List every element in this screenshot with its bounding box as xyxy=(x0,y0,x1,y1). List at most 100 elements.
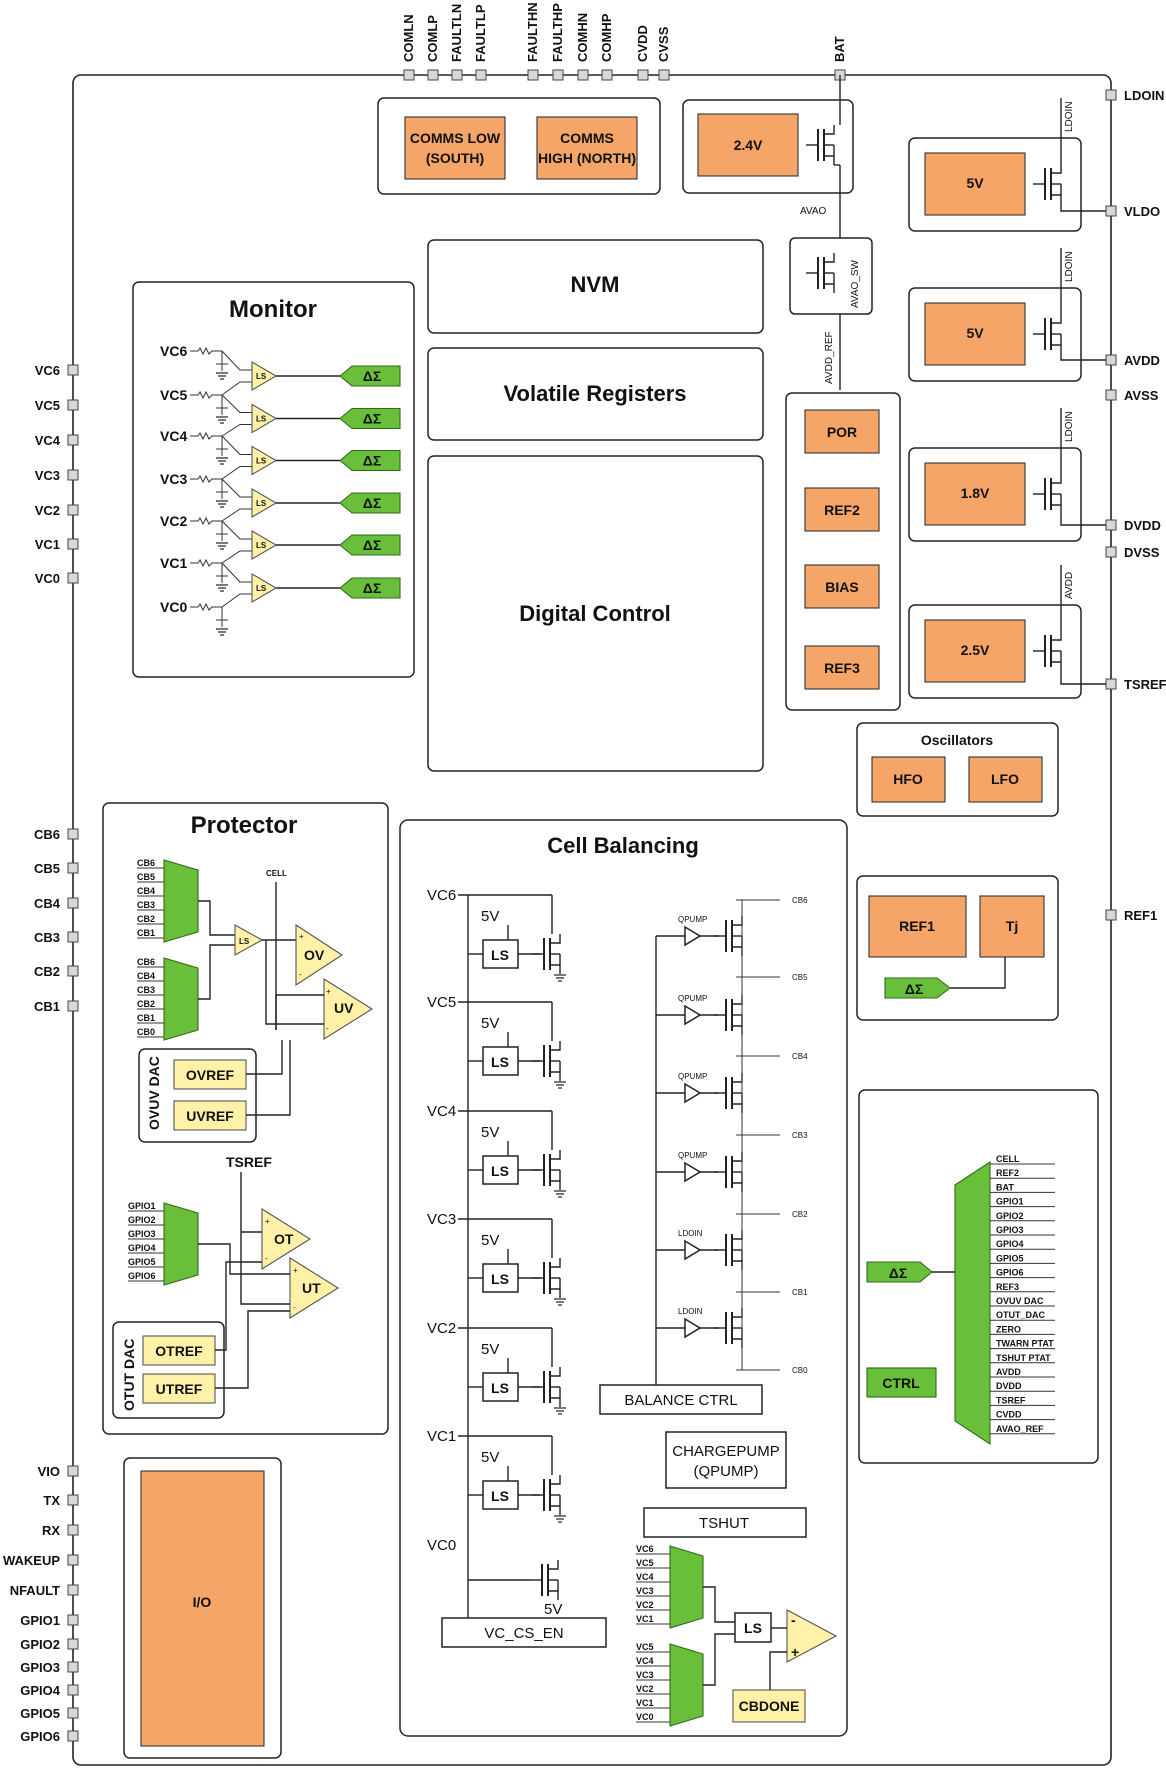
driver-buffer xyxy=(684,1161,702,1183)
comms-high-line2: HIGH (NORTH) xyxy=(538,150,636,166)
monitor-adc-label: ΔΣ xyxy=(363,580,381,596)
monitor-ls-in-a xyxy=(221,394,252,413)
driver-supply-label: QPUMP xyxy=(678,1072,707,1081)
pin-label-vc6: VC6 xyxy=(35,363,60,378)
io-group: I/O xyxy=(123,1457,282,1759)
driver-buffer xyxy=(684,925,702,947)
ot-minus: - xyxy=(265,1254,268,1263)
adc-mux-in-zero: ZERO xyxy=(996,1324,1021,1334)
cbdone-mux-b-in-vc3: VC3 xyxy=(636,1670,654,1680)
pin-dvdd xyxy=(1105,519,1117,531)
balance-5v: 5V xyxy=(481,1449,499,1466)
monitor-ls-in-a xyxy=(221,350,252,371)
pin-faultlp xyxy=(475,69,487,81)
protector-mux2-in-cb3: CB3 xyxy=(137,985,155,995)
driver-supply-label: QPUMP xyxy=(678,1151,707,1160)
pin-label-tx: TX xyxy=(43,1493,60,1508)
balance-ls-label: LS xyxy=(491,1380,509,1396)
bat-reg-voltage: 2.4V xyxy=(734,137,763,153)
tsref-label: TSREF xyxy=(226,1154,272,1170)
pin-faulthn xyxy=(527,69,539,81)
driver-buffer xyxy=(684,1004,702,1026)
pin-gpio2 xyxy=(67,1638,79,1650)
uvref-label: UVREF xyxy=(186,1108,234,1124)
monitor-ls-in-b xyxy=(221,508,252,522)
monitor-ls-in-b xyxy=(221,381,252,396)
pin-faultln xyxy=(451,69,463,81)
pin-cb5 xyxy=(67,862,79,874)
adc-mux-in-ovuv-dac: OVUV DAC xyxy=(996,1296,1044,1306)
chargepump-line1: CHARGEPUMP xyxy=(672,1443,780,1460)
protector-group: Protector CB6CB5CB4CB3CB2CB1CB6CB4CB3CB2… xyxy=(102,802,389,1435)
balance-5v: 5V xyxy=(481,1232,499,1249)
protector-mux2-in-cb2: CB2 xyxy=(137,999,155,1009)
monitor-ls-in-b xyxy=(221,593,252,608)
pin-label-gpio2: GPIO2 xyxy=(20,1637,60,1652)
pin-cvdd xyxy=(637,69,649,81)
ref1-adc-label: ΔΣ xyxy=(905,981,923,997)
monitor-input-vc6: VC6 xyxy=(160,343,187,359)
pin-avdd xyxy=(1105,354,1117,366)
cell-label: CELL xyxy=(266,869,287,878)
cell-balancing-title: Cell Balancing xyxy=(547,833,699,858)
pin-label-avdd: AVDD xyxy=(1124,353,1160,368)
ov-label: OV xyxy=(304,947,325,963)
cbdone-mux-b-in-vc2: VC2 xyxy=(636,1684,654,1694)
monitor-ls-in-a xyxy=(221,520,252,540)
monitor-resistor xyxy=(190,516,222,526)
ovuv-dac-label: OVUV DAC xyxy=(146,1056,162,1130)
comms-low-line2: (SOUTH) xyxy=(426,150,484,166)
pin-label-gpio3: GPIO3 xyxy=(20,1660,60,1675)
ref-block-label-bias: BIAS xyxy=(825,579,858,595)
cbdone-mux-b-in-vc4: VC4 xyxy=(636,1656,654,1666)
pin-label-cb3: CB3 xyxy=(34,930,60,945)
adc-mux-in-twarn-ptat: TWARN PTAT xyxy=(996,1339,1054,1349)
protector-mux1-in-cb6: CB6 xyxy=(137,858,155,868)
cbdone-mux-b-in-vc0: VC0 xyxy=(636,1712,654,1722)
adc-mux-in-ref2: REF2 xyxy=(996,1168,1019,1178)
regulator-core-vldo-reg xyxy=(924,152,1026,216)
pin-label-vc4: VC4 xyxy=(35,433,61,448)
pin-vio xyxy=(67,1465,79,1477)
pin-faulthp xyxy=(552,69,564,81)
pin-label-vc0: VC0 xyxy=(35,571,60,586)
io-label: I/O xyxy=(193,1594,212,1610)
comms-low-block xyxy=(404,116,506,180)
balance-vc-vc2: VC2 xyxy=(427,1320,456,1337)
pin-label-cvss: CVSS xyxy=(656,26,671,62)
ov-plus: + xyxy=(299,932,304,941)
ut-label: UT xyxy=(302,1280,321,1296)
pin-vldo xyxy=(1105,205,1117,217)
regulator-voltage-dvdd-reg: 1.8V xyxy=(961,485,990,501)
driver-buffer xyxy=(684,1239,702,1261)
comms-low-line1: COMMS LOW xyxy=(410,130,501,146)
otref-label: OTREF xyxy=(155,1343,203,1359)
adc-mux-in-ref3: REF3 xyxy=(996,1282,1019,1292)
pin-avss xyxy=(1105,389,1117,401)
monitor-adc xyxy=(339,365,401,387)
pin-label-vldo: VLDO xyxy=(1124,204,1160,219)
adc-mux-in-cvdd: CVDD xyxy=(996,1410,1022,1420)
utref-label: UTREF xyxy=(156,1381,203,1397)
pin-label-vc3: VC3 xyxy=(35,468,60,483)
monitor-input-vc3: VC3 xyxy=(160,471,187,487)
pin-dvss xyxy=(1105,546,1117,558)
balance-vc-vc1: VC1 xyxy=(427,1428,456,1445)
monitor-adc xyxy=(339,577,401,599)
pin-label-faultln: FAULTLN xyxy=(449,4,464,62)
pin-vc5 xyxy=(67,399,79,411)
balance-ls-label: LS xyxy=(491,1163,509,1179)
regulator-voltage-vldo-reg: 5V xyxy=(966,175,984,191)
pin-comln xyxy=(403,69,415,81)
avdd-ref-label: AVDD_REF xyxy=(824,331,835,384)
cb-out-cb2: CB2 xyxy=(792,1210,808,1219)
pin-gpio3 xyxy=(67,1661,79,1673)
cb-out-cb5: CB5 xyxy=(792,973,808,982)
monitor-ls xyxy=(251,488,278,518)
monitor-input-vc0: VC0 xyxy=(160,599,187,615)
monitor-adc-label: ΔΣ xyxy=(363,368,381,384)
comms-block: COMMS LOW (SOUTH) COMMS HIGH (NORTH) xyxy=(377,97,661,195)
balance-5v: 5V xyxy=(481,908,499,925)
ref-block-label-ref3: REF3 xyxy=(824,660,860,676)
